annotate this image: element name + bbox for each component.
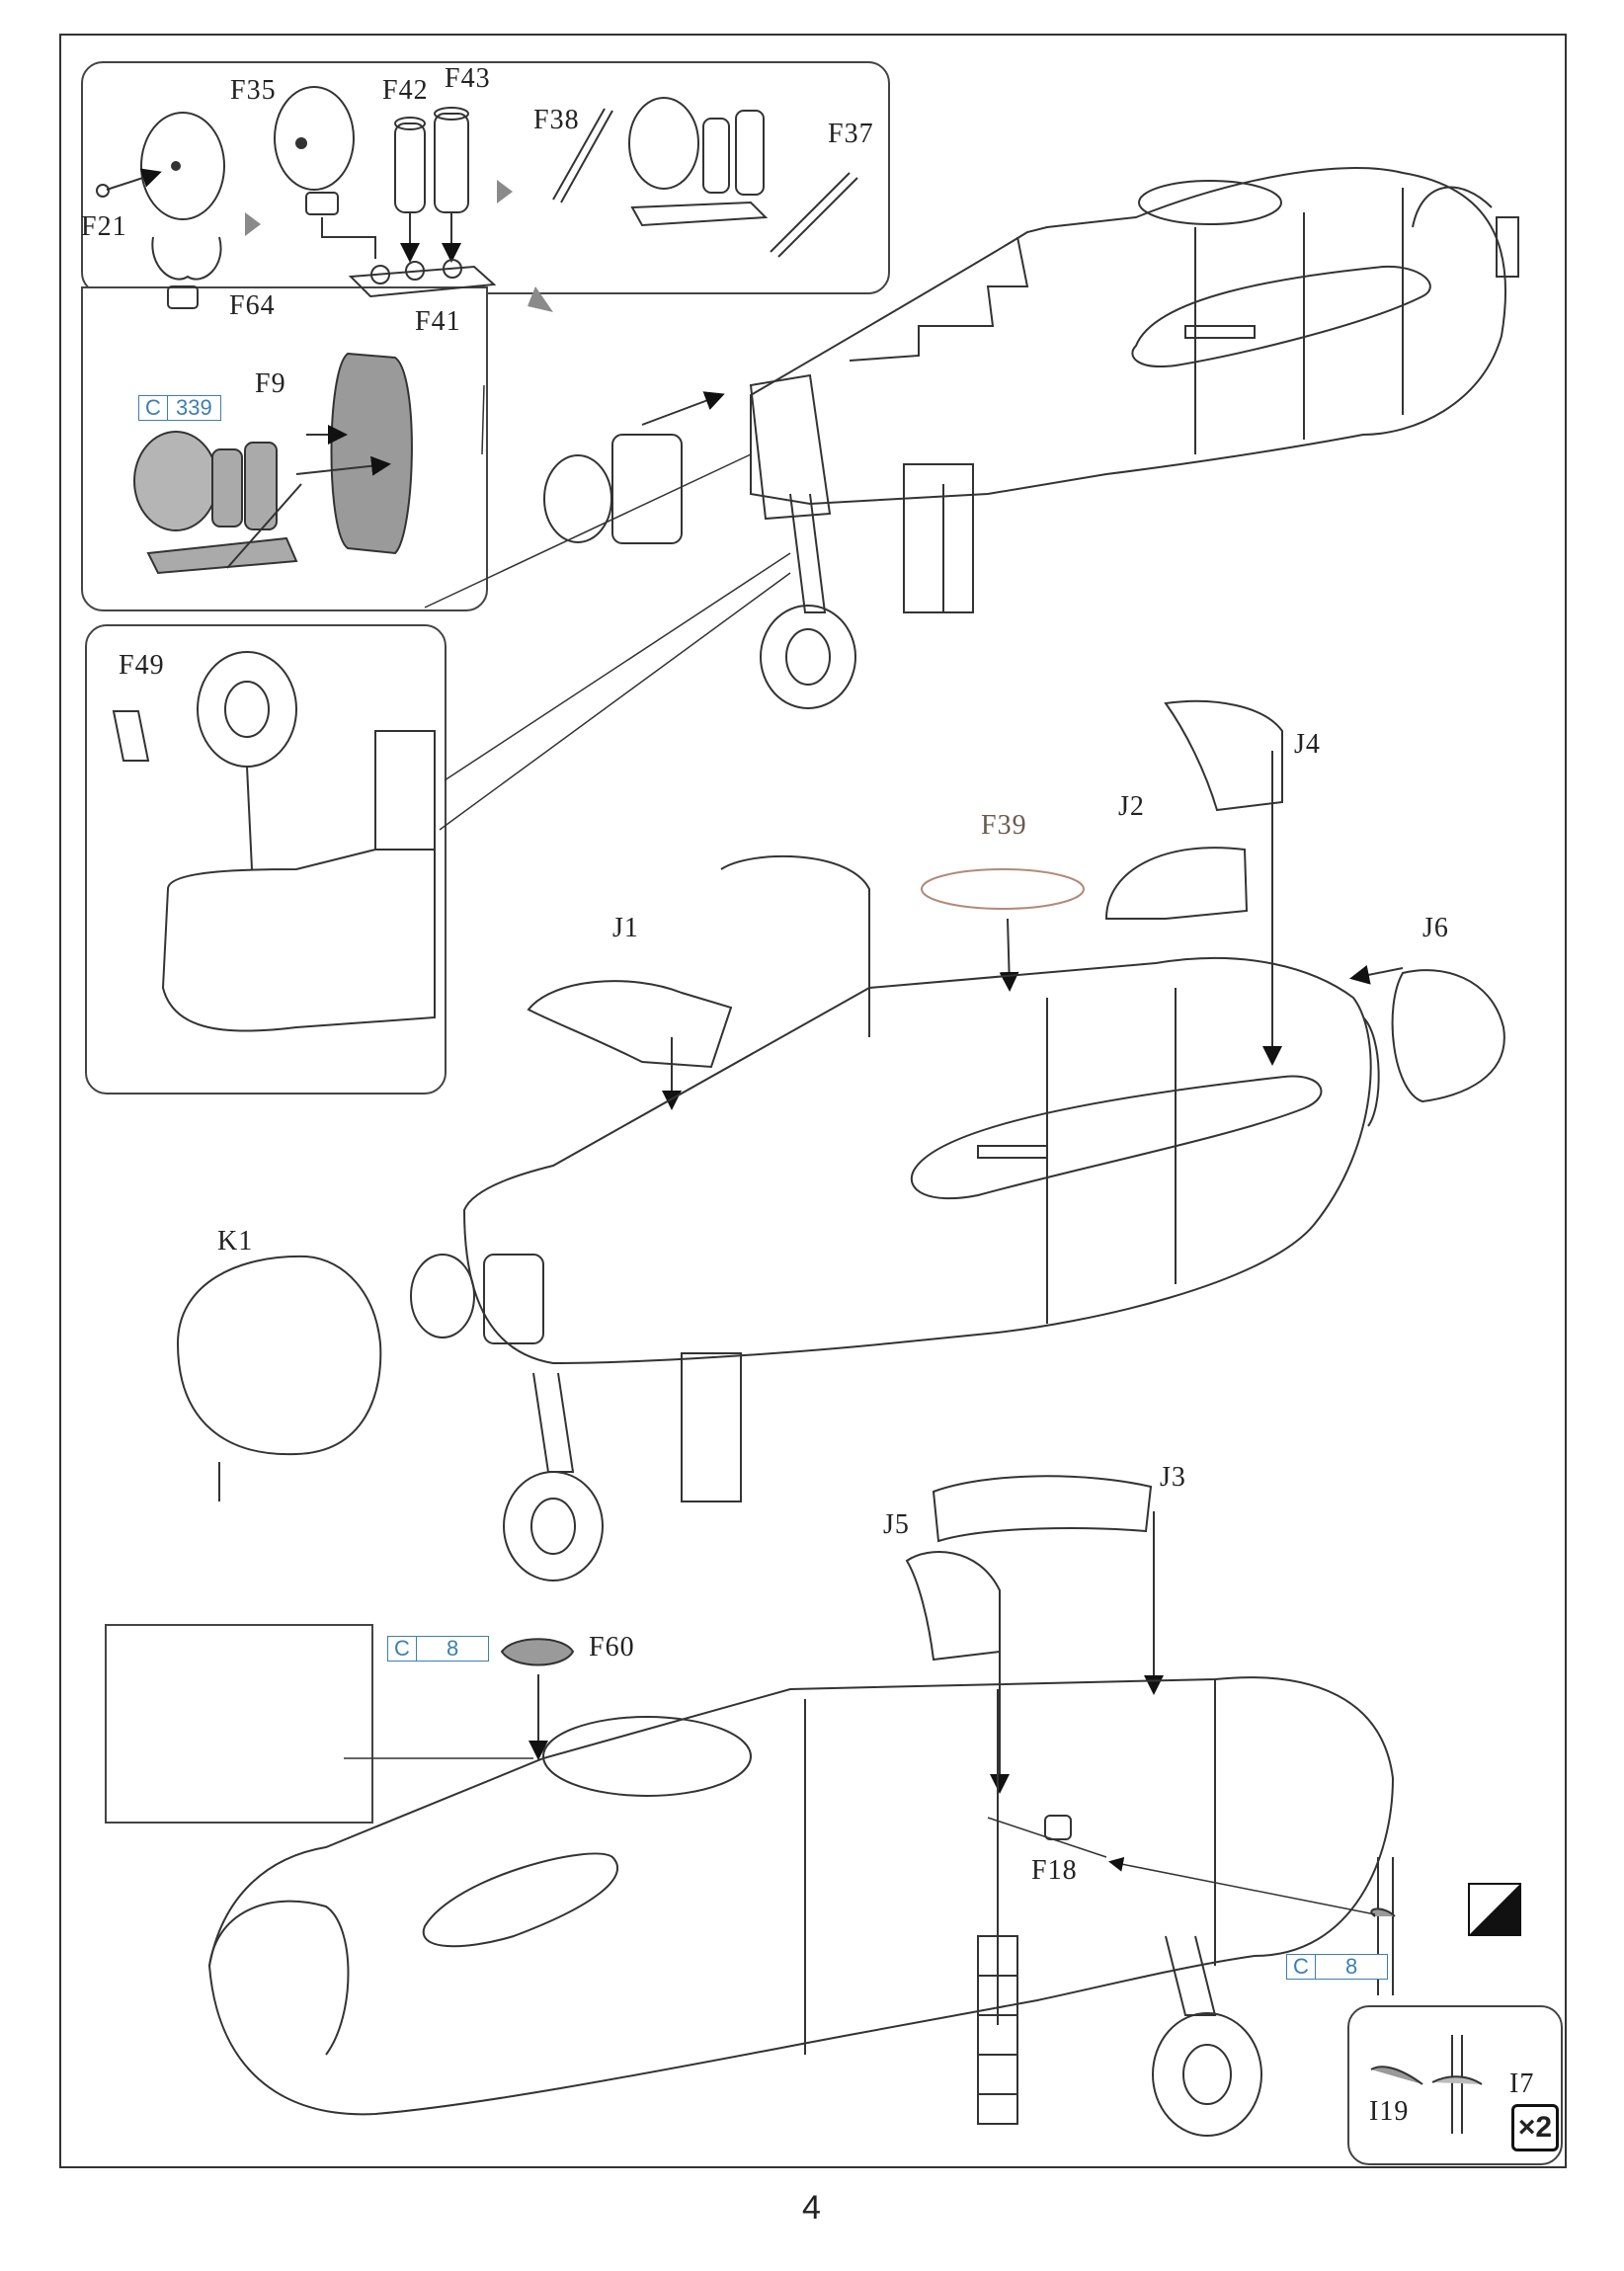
- canopy-part-j5-icon: [905, 1551, 1010, 1794]
- callout-line: [424, 453, 752, 608]
- ladder-upper-icon: [903, 463, 974, 613]
- label-j1: J1: [612, 913, 639, 943]
- ladder-lower-icon: [977, 1935, 1018, 2125]
- label-j5: J5: [883, 1509, 910, 1540]
- color-ref-prefix: C: [1287, 1955, 1316, 1979]
- antenna-mast-icon: [1108, 1856, 1396, 1995]
- radar-dish-f21-icon: [96, 112, 225, 309]
- label-j6: J6: [1422, 913, 1449, 943]
- ladder-middle-icon: [681, 1352, 742, 1502]
- label-f64: F64: [229, 290, 276, 321]
- fuselage-lower-icon: [207, 1676, 1395, 2116]
- canopy-part-j2-icon: [1104, 847, 1249, 920]
- callout-line: [439, 572, 791, 831]
- inset-nose-gear-bay: [85, 624, 447, 1095]
- base-plate-f41-icon: [348, 259, 497, 298]
- callout-line: [481, 384, 485, 455]
- color-ref-number: 339: [176, 395, 212, 420]
- label-f39: F39: [981, 810, 1027, 841]
- canopy-part-j4-icon: [1164, 699, 1283, 1066]
- label-f43: F43: [445, 63, 491, 94]
- label-f37: F37: [828, 119, 874, 149]
- label-f35: F35: [230, 75, 277, 106]
- radar-subassembly-f37-f38-icon: [552, 97, 858, 258]
- label-f42: F42: [382, 75, 429, 106]
- label-f18: F18: [1031, 1855, 1078, 1886]
- label-f38: F38: [533, 105, 580, 135]
- label-j4: J4: [1294, 729, 1321, 760]
- inset-antenna-parts: [1347, 2005, 1563, 2165]
- color-ref-number: 8: [1345, 1954, 1358, 1979]
- page-number: 4: [802, 2189, 821, 2227]
- color-ref-c8-f60: C 8: [387, 1636, 490, 1662]
- color-ref-c8-antenna: C 8: [1286, 1954, 1389, 1980]
- dome-f39-icon: [921, 868, 1085, 992]
- nose-gear-bay-detail-icon: [112, 651, 436, 1032]
- fuselage-upper-icon: [750, 167, 1519, 506]
- canopy-part-j3-icon: [932, 1475, 1164, 1695]
- main-gear-lower-icon: [1152, 1935, 1262, 2137]
- radar-assembly-installed-icon: [543, 391, 725, 544]
- step-arrow-icon: [245, 212, 261, 236]
- label-f41: F41: [415, 306, 461, 337]
- fuselage-middle-icon: [462, 854, 1380, 1365]
- nose-cone-k1-icon: [176, 1255, 382, 1501]
- label-j3: J3: [1160, 1462, 1186, 1493]
- step-arrow-icon: [497, 180, 513, 203]
- radar-assembly-middle-icon: [410, 1254, 544, 1344]
- nose-cone-j6-icon: [1349, 965, 1505, 1103]
- cylinder-f42-icon: [394, 117, 426, 263]
- antenna-parts-i7-i19-icon: [1370, 2035, 1483, 2134]
- quantity-badge: ×2: [1511, 2104, 1559, 2151]
- step-arrow-icon: [528, 286, 553, 312]
- label-j2: J2: [1118, 791, 1145, 822]
- half-tone-triangle-icon: [1468, 1883, 1521, 1936]
- antenna-f60-icon: [500, 1638, 575, 1760]
- label-f49: F49: [119, 650, 165, 681]
- label-i7: I7: [1509, 2068, 1535, 2099]
- label-f9: F9: [255, 368, 286, 399]
- cylinder-f43-icon: [434, 107, 469, 263]
- part-f18-icon: [987, 1815, 1107, 1858]
- callout-line: [444, 552, 791, 781]
- inset-antenna-detail: [105, 1624, 373, 1824]
- label-f60: F60: [589, 1632, 635, 1663]
- radar-door-f9-icon: [295, 352, 413, 555]
- label-i19: I19: [1369, 2096, 1410, 2127]
- page-frame: [59, 34, 1567, 2168]
- label-f21: F21: [81, 211, 127, 242]
- radar-assembly-gray-icon: [133, 431, 302, 575]
- nose-gear-upper-icon: [749, 373, 856, 709]
- nose-gear-middle-icon: [503, 1372, 604, 1582]
- color-ref-number: 8: [447, 1636, 459, 1661]
- color-ref-prefix: C: [139, 396, 168, 420]
- color-ref-prefix: C: [388, 1637, 417, 1661]
- radar-dish-f35-icon: [274, 86, 376, 259]
- label-k1: K1: [217, 1226, 254, 1257]
- canopy-part-j1-icon: [527, 980, 733, 1110]
- color-ref-c339: C 339: [138, 395, 221, 421]
